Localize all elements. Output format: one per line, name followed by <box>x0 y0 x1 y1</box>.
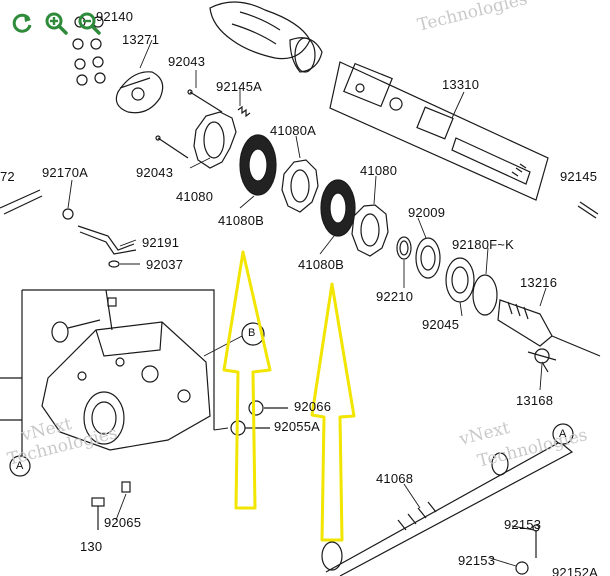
part-label-92191: 92191 <box>142 235 180 250</box>
nut-92153b <box>515 561 529 575</box>
part-label-41080a: 41080A <box>270 123 317 138</box>
boot-part <box>209 1 323 73</box>
part-label-41080b-left: 41080B <box>218 213 265 228</box>
part-label-72: 72 <box>0 169 15 184</box>
part-label-92140: 92140 <box>96 9 134 24</box>
refresh-icon <box>12 13 32 33</box>
housing-outline <box>0 289 215 466</box>
part-label-92145: 92145 <box>560 169 598 184</box>
plate-13271 <box>115 71 164 114</box>
gear-case-housing <box>41 289 211 451</box>
seal-left <box>51 319 101 343</box>
part-label-130: 130 <box>80 539 103 554</box>
part-label-41080b-right: 41080B <box>298 257 345 272</box>
pin-92043-top <box>187 89 223 113</box>
part-label-92145a: 92145A <box>216 79 263 94</box>
washer-92037 <box>108 260 120 268</box>
tube-92191 <box>77 225 137 255</box>
part-label-92066: 92066 <box>294 399 332 414</box>
callout-a-right-label: A <box>559 428 567 440</box>
bolt-92065 <box>121 481 131 493</box>
clutch-plate-41080-a <box>193 111 237 169</box>
fitting-13168 <box>527 348 557 373</box>
spring-92145a <box>237 105 251 118</box>
callout-b-label: B <box>248 327 256 339</box>
callout-a1-circle <box>9 455 31 477</box>
viewer-toolbar <box>10 10 102 36</box>
bolt-130 <box>91 497 105 530</box>
bearing-92045 <box>445 257 475 303</box>
part-label-41068: 41068 <box>376 471 414 486</box>
callout-a2-circle <box>552 423 574 445</box>
part-label-13168: 13168 <box>516 393 554 408</box>
ring-92210 <box>396 236 412 260</box>
part-label-13271: 13271 <box>122 32 160 47</box>
part-label-92152a: 92152A <box>552 565 599 576</box>
part-label-92037: 92037 <box>146 257 184 272</box>
callout-b-circle <box>241 322 265 346</box>
annotation-arrow-left <box>222 250 272 510</box>
part-label-92055a: 92055A <box>274 419 321 434</box>
annotation-arrows <box>222 250 356 542</box>
part-label-92043-bottom: 92043 <box>136 165 174 180</box>
bearing-92009 <box>415 237 441 279</box>
part-label-13310: 13310 <box>442 77 480 92</box>
annotation-arrow-right <box>310 282 356 542</box>
clutch-plate-41080-b <box>351 204 389 257</box>
propeller-shaft-41068 <box>321 441 574 576</box>
friction-disc-41080b-a <box>239 134 277 196</box>
bolt-92066 <box>248 400 288 416</box>
part-label-41080-left: 41080 <box>176 189 214 204</box>
pinion-13216 <box>497 299 601 357</box>
leader-lines <box>67 39 547 567</box>
part-label-92153-upper: 92153 <box>504 517 542 532</box>
part-label-92153-lower: 92153 <box>458 553 496 568</box>
drive-shaft-13310 <box>329 61 549 201</box>
bolt-92170a <box>0 189 74 220</box>
part-label-92009: 92009 <box>408 205 446 220</box>
part-label-92043-top: 92043 <box>168 54 206 69</box>
refresh-button[interactable] <box>10 10 36 36</box>
part-label-41080-right: 41080 <box>360 163 398 178</box>
part-label-13216: 13216 <box>520 275 558 290</box>
callout-a-left-label: A <box>16 460 24 472</box>
part-label-92180fk: 92180F~K <box>452 237 514 252</box>
pin-92043-bottom <box>155 135 189 159</box>
bolt-92145 <box>577 201 599 219</box>
friction-disc-41080b-b <box>320 179 356 237</box>
bolt-92153a <box>532 524 540 558</box>
shim-92180fk <box>472 274 498 316</box>
zoom-out-button[interactable] <box>76 10 102 36</box>
part-label-92065: 92065 <box>104 515 142 530</box>
zoom-in-button[interactable] <box>43 10 69 36</box>
part-label-92170a: 92170A <box>42 165 89 180</box>
zoom-in-icon <box>45 12 68 35</box>
clutch-plate-41080a <box>281 159 319 213</box>
part-label-92210: 92210 <box>376 289 414 304</box>
zoom-out-icon <box>78 12 101 35</box>
part-label-92045: 92045 <box>422 317 460 332</box>
